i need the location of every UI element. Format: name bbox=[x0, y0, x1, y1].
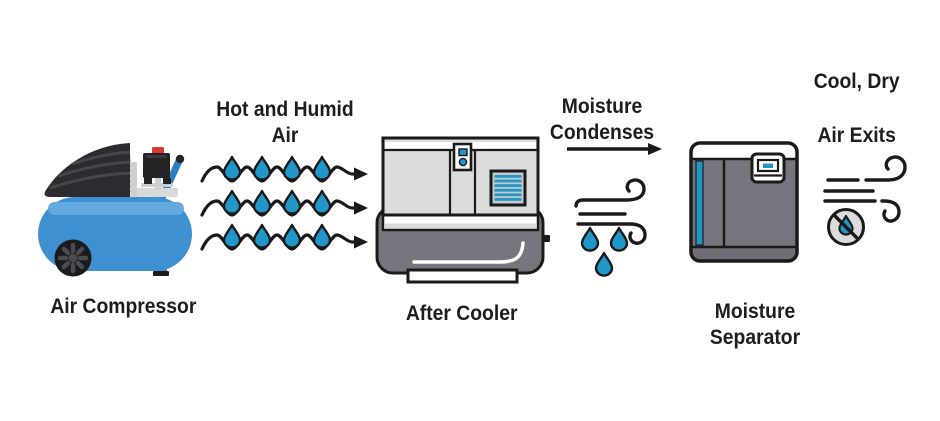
cooler-cabinet bbox=[381, 136, 540, 217]
switch-highlight bbox=[146, 155, 167, 158]
cooler-vent-grille bbox=[489, 169, 527, 207]
switch-foot-left bbox=[144, 178, 152, 184]
wind-swoosh-droplets-icon bbox=[574, 178, 647, 277]
cool-dry-air-label-text: Cool, Dry Air Exits bbox=[814, 68, 900, 149]
droplet-icon bbox=[594, 251, 614, 277]
moisture-separator-label: Moisture Separator bbox=[665, 299, 845, 351]
cooler-control-panel bbox=[452, 142, 473, 172]
droplet-icon bbox=[609, 226, 629, 252]
switch-foot-right bbox=[163, 178, 171, 184]
switch-bar bbox=[141, 183, 173, 187]
right-arrow-icon bbox=[567, 143, 662, 155]
tank-foot-pad bbox=[153, 271, 169, 276]
wind-swoosh-icon bbox=[823, 155, 907, 246]
tank-foot bbox=[155, 262, 167, 273]
flow-row bbox=[202, 225, 368, 249]
side-knob bbox=[542, 235, 550, 242]
after-cooler-illustration bbox=[372, 132, 550, 288]
air-compressor-label: Air Compressor bbox=[33, 294, 213, 320]
moisture-separator-icon bbox=[689, 141, 799, 263]
flow-arrow bbox=[565, 140, 665, 158]
wavy-flow-arrows-icon bbox=[200, 155, 372, 272]
droplet-icon bbox=[312, 155, 332, 181]
moisture-separator-label-text: Moisture Separator bbox=[709, 300, 801, 349]
dry-air-icon-group bbox=[818, 146, 918, 248]
air-compressor-icon bbox=[38, 143, 192, 277]
air-exits-line2: Air Exits bbox=[817, 124, 897, 147]
cool-dry-air-label: Cool, Dry Air Exits bbox=[802, 68, 912, 149]
condensed-droplets bbox=[580, 226, 629, 277]
pressure-switch bbox=[143, 153, 170, 178]
hot-humid-air-flow bbox=[200, 150, 372, 272]
moisture-condenses-label: Moisture Condenses bbox=[502, 94, 702, 146]
moisture-condenses-label-text: Moisture Condenses bbox=[549, 95, 655, 144]
no-moisture-icon bbox=[827, 208, 865, 246]
separator-base bbox=[691, 247, 797, 261]
hot-humid-air-label: Hot and Humid Air bbox=[194, 97, 376, 149]
separator-control-panel bbox=[750, 152, 786, 184]
slash bbox=[832, 213, 860, 241]
after-cooler-label: After Cooler bbox=[372, 301, 552, 327]
cool-dry-line1: Cool, Dry bbox=[814, 70, 900, 93]
droplet-icon bbox=[222, 155, 242, 181]
cooler-shelf bbox=[381, 213, 540, 232]
handle-tip bbox=[175, 154, 185, 164]
moisture-separator-illustration bbox=[688, 140, 800, 264]
separator-outline bbox=[689, 141, 799, 263]
motor-cover bbox=[44, 143, 130, 197]
blue-side-stripe bbox=[695, 160, 704, 246]
air-compressor-label-text: Air Compressor bbox=[49, 295, 197, 318]
droplet-icon bbox=[252, 155, 272, 181]
after-cooler-label-text: After Cooler bbox=[406, 302, 518, 325]
hot-humid-air-label-text: Hot and Humid Air bbox=[216, 98, 354, 147]
droplet-icon bbox=[282, 155, 302, 181]
after-cooler-icon bbox=[375, 136, 550, 284]
air-compressor-illustration bbox=[28, 128, 203, 293]
wheel bbox=[54, 239, 92, 277]
cooler-slot bbox=[406, 268, 519, 284]
base-highlight bbox=[412, 241, 525, 264]
flow-row bbox=[200, 155, 368, 183]
droplet-icon bbox=[580, 226, 600, 252]
condensing-air-icon-group bbox=[570, 170, 670, 282]
flow-row bbox=[202, 191, 368, 215]
